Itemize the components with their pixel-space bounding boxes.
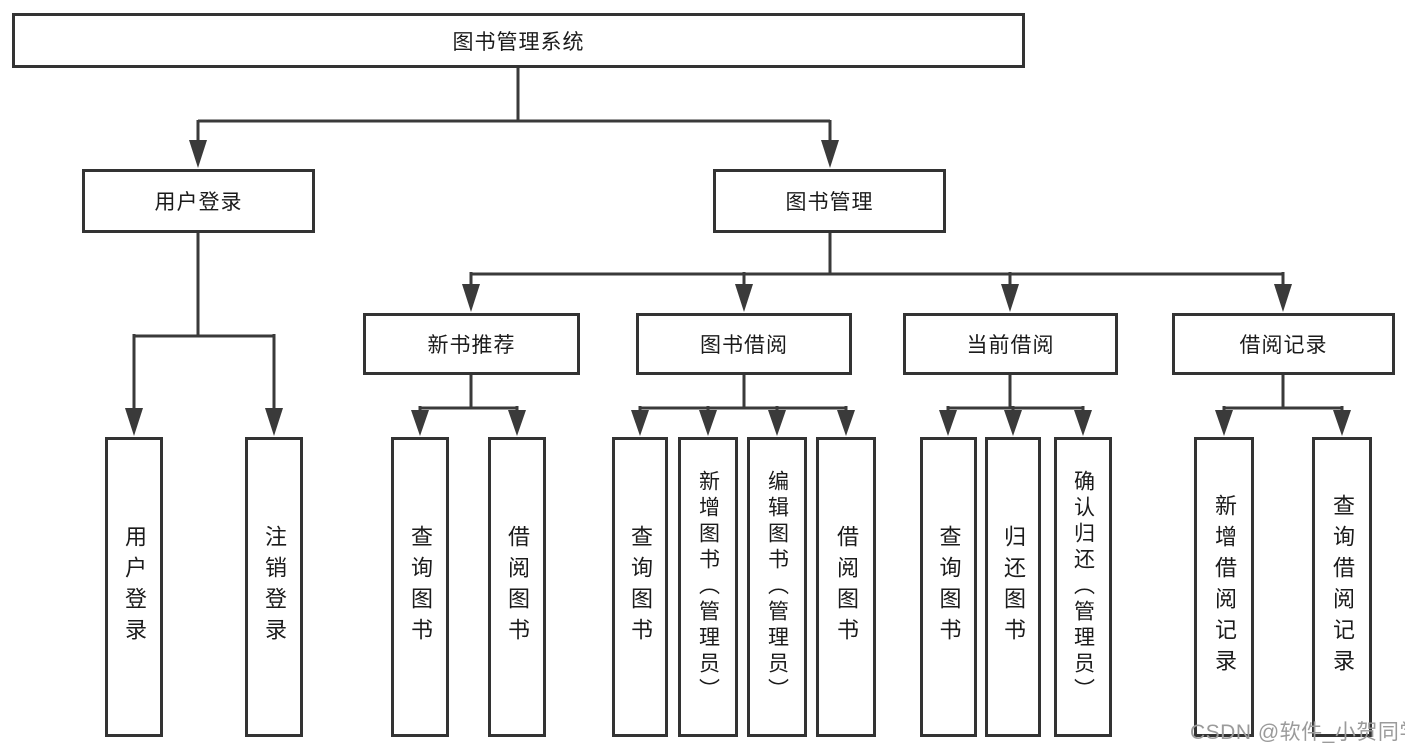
node-add-borrow-record-label: 新增借阅记录: [1212, 494, 1237, 680]
node-current-borrow: 当前借阅: [903, 313, 1118, 375]
node-edit-books-admin-label: 编辑图书（管理员）: [765, 470, 789, 704]
node-book-management-label: 图书管理: [785, 191, 874, 214]
node-user-login: 用户登录: [82, 169, 315, 233]
node-borrow-records-label: 借阅记录: [1239, 334, 1328, 357]
node-library-system-label: 图书管理系统: [452, 30, 585, 54]
node-user-login-label: 用户登录: [154, 191, 243, 214]
node-return-books-label: 归还图书: [1001, 525, 1026, 649]
connector-user-login: [125, 233, 283, 436]
connector-book-borrow: [631, 375, 855, 436]
node-query-borrow-record-label: 查询借阅记录: [1330, 494, 1355, 680]
node-borrow-books: 借阅图书: [816, 437, 876, 737]
node-current-borrow-label: 当前借阅: [966, 334, 1055, 357]
node-book-borrow: 图书借阅: [636, 313, 852, 375]
node-recommend-query-books: 查询图书: [391, 437, 449, 737]
node-borrow-query-books-label: 查询图书: [628, 525, 653, 649]
node-book-management: 图书管理: [713, 169, 946, 233]
node-logout: 注销登录: [245, 437, 303, 737]
node-logout-label: 注销登录: [262, 525, 287, 649]
node-query-borrow-record: 查询借阅记录: [1312, 437, 1372, 737]
connector-current-borrow: [939, 375, 1092, 436]
connector-new-book-recommend: [411, 375, 526, 436]
node-confirm-return-admin: 确认归还（管理员）: [1054, 437, 1112, 737]
node-new-book-recommend: 新书推荐: [363, 313, 580, 375]
csdn-watermark: CSDN @软件_小贺同学: [1190, 721, 1405, 744]
node-login: 用户登录: [105, 437, 163, 737]
connector-borrow-records: [1215, 375, 1351, 436]
node-recommend-query-books-label: 查询图书: [408, 525, 433, 649]
node-recommend-borrow-books: 借阅图书: [488, 437, 546, 737]
node-current-query-books: 查询图书: [920, 437, 977, 737]
connector-book-management: [462, 233, 1292, 312]
node-confirm-return-admin-label: 确认归还（管理员）: [1071, 470, 1095, 704]
node-borrow-books-label: 借阅图书: [834, 525, 859, 649]
connector-root: [189, 68, 839, 168]
node-borrow-records: 借阅记录: [1172, 313, 1395, 375]
node-borrow-query-books: 查询图书: [612, 437, 668, 737]
node-book-borrow-label: 图书借阅: [700, 334, 788, 357]
node-login-label: 用户登录: [122, 525, 147, 649]
node-add-books-admin: 新增图书（管理员）: [678, 437, 738, 737]
node-return-books: 归还图书: [985, 437, 1041, 737]
node-new-book-recommend-label: 新书推荐: [427, 334, 516, 357]
node-add-books-admin-label: 新增图书（管理员）: [696, 470, 720, 704]
node-edit-books-admin: 编辑图书（管理员）: [747, 437, 807, 737]
node-add-borrow-record: 新增借阅记录: [1194, 437, 1254, 737]
node-library-system: 图书管理系统: [12, 13, 1025, 68]
node-current-query-books-label: 查询图书: [936, 525, 962, 649]
node-recommend-borrow-books-label: 借阅图书: [505, 525, 530, 649]
